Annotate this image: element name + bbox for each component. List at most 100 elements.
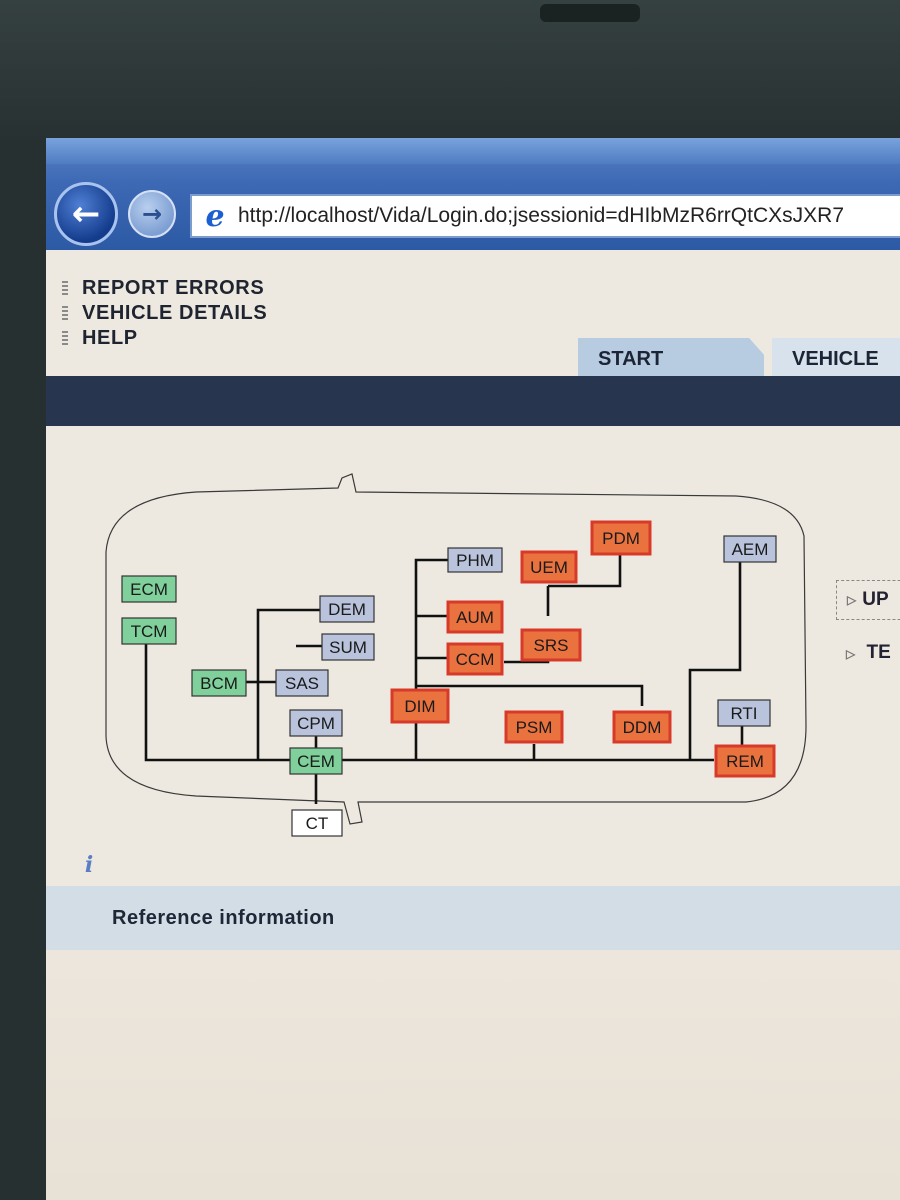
grip-icon [62, 280, 68, 297]
node-tcm[interactable]: TCM [121, 617, 177, 645]
node-label: SAS [285, 674, 319, 693]
node-label: AUM [456, 608, 494, 627]
node-label: PSM [516, 718, 553, 737]
node-box [289, 747, 343, 775]
node-ct[interactable]: CT [291, 809, 343, 837]
side-link-label: TE [866, 642, 891, 663]
title-bar [46, 138, 900, 164]
node-rem[interactable]: REM [714, 744, 776, 778]
node-ddm[interactable]: DDM [612, 710, 672, 744]
node-box [390, 688, 450, 724]
arrow-right-icon: → [141, 200, 163, 228]
node-cpm[interactable]: CPM [289, 709, 343, 737]
side-link-te[interactable]: ▷ TE [846, 642, 891, 664]
menu-report-errors[interactable]: REPORT ERRORS [62, 276, 267, 301]
wire [414, 558, 448, 760]
reference-band[interactable]: Reference information [46, 886, 900, 950]
arrow-left-icon: ← [71, 194, 101, 234]
node-label: SUM [329, 638, 367, 657]
node-box [275, 669, 329, 697]
menu-vehicle-details[interactable]: VEHICLE DETAILS [62, 301, 267, 326]
wire [688, 562, 742, 760]
webcam [540, 4, 640, 22]
menu-label: REPORT ERRORS [82, 277, 265, 299]
tab-label: VEHICLE [792, 347, 879, 370]
ie-logo-icon: e [205, 198, 225, 234]
node-uem[interactable]: UEM [520, 550, 578, 584]
menu-label: VEHICLE DETAILS [82, 302, 268, 324]
node-rti[interactable]: RTI [717, 699, 771, 727]
node-dem[interactable]: DEM [319, 595, 375, 623]
back-button[interactable]: ← [54, 182, 118, 246]
menu-help[interactable]: HELP [62, 326, 267, 351]
screen: ← → e http://localhost/Vida/Login.do;jse… [46, 138, 900, 1200]
side-link-label: UP [862, 589, 889, 610]
grip-icon [62, 330, 68, 347]
top-menu: REPORT ERRORS VEHICLE DETAILS HELP [62, 276, 267, 351]
address-bar[interactable]: e http://localhost/Vida/Login.do;jsessio… [190, 194, 900, 238]
node-label: BCM [200, 674, 238, 693]
node-box [714, 744, 776, 778]
wire [256, 608, 322, 760]
node-ecm[interactable]: ECM [121, 575, 177, 603]
node-label: CCM [456, 650, 495, 669]
node-sum[interactable]: SUM [321, 633, 375, 661]
node-bcm[interactable]: BCM [191, 669, 247, 697]
node-label: ECM [130, 580, 168, 599]
node-ccm[interactable]: CCM [446, 642, 504, 676]
node-box [520, 550, 578, 584]
node-label: UEM [530, 558, 568, 577]
vehicle-outline [105, 473, 807, 825]
address-url[interactable]: http://localhost/Vida/Login.do;jsessioni… [238, 204, 844, 227]
node-aum[interactable]: AUM [446, 600, 504, 634]
navigation-band [46, 376, 900, 426]
node-srs[interactable]: SRS [520, 628, 582, 662]
reference-title: Reference information [112, 906, 335, 929]
node-box [121, 617, 177, 645]
node-box [612, 710, 672, 744]
node-label: TCM [131, 622, 168, 641]
node-pdm[interactable]: PDM [590, 520, 652, 556]
node-box [504, 710, 564, 744]
node-box [723, 535, 777, 563]
node-box [319, 595, 375, 623]
side-link-up[interactable]: ▷ UP [836, 580, 900, 620]
grip-arrow-icon: ▷ [847, 593, 857, 607]
node-label: DEM [328, 600, 366, 619]
node-label: AEM [732, 540, 769, 559]
node-sas[interactable]: SAS [275, 669, 329, 697]
menu-label: HELP [82, 327, 138, 349]
info-icon[interactable]: i [84, 852, 94, 878]
node-phm[interactable]: PHM [447, 547, 503, 573]
node-dim[interactable]: DIM [390, 688, 450, 724]
forward-button[interactable]: → [128, 190, 176, 238]
node-box [121, 575, 177, 603]
tab-vehicle[interactable]: VEHICLE [772, 338, 900, 380]
wire [416, 684, 644, 706]
node-label: REM [726, 752, 764, 771]
node-psm[interactable]: PSM [504, 710, 564, 744]
node-aem[interactable]: AEM [723, 535, 777, 563]
node-box [191, 669, 247, 697]
node-box [446, 642, 504, 676]
grip-icon [62, 305, 68, 322]
node-cem[interactable]: CEM [289, 747, 343, 775]
node-box [590, 520, 652, 556]
node-label: DDM [623, 718, 662, 737]
tab-start[interactable]: START [578, 338, 764, 380]
lower-area [46, 950, 900, 1200]
node-label: PHM [456, 551, 494, 570]
node-label: CT [306, 814, 329, 833]
network-diagram: ECM TCM BCM CEM DEM SUM SAS CPM PHM AEM RTI UEM PDM A… [105, 473, 807, 837]
node-label: CEM [297, 752, 335, 771]
node-box [446, 600, 504, 634]
node-box [717, 699, 771, 727]
wire [548, 554, 622, 588]
node-box [291, 809, 343, 837]
browser-toolbar: ← → e http://localhost/Vida/Login.do;jse… [46, 138, 900, 250]
page: REPORT ERRORS VEHICLE DETAILS HELP START… [46, 250, 900, 1200]
node-box [447, 547, 503, 573]
diagram-nodes: ECM TCM BCM CEM DEM SUM SAS CPM PHM AEM RTI UEM PDM A… [121, 520, 777, 837]
grip-arrow-icon: ▷ [846, 647, 856, 661]
monitor-top-bezel [0, 0, 900, 140]
